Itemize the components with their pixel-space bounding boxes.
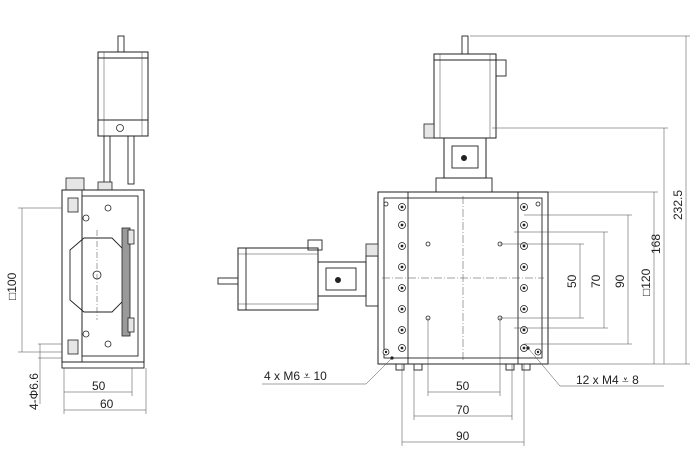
- side-coupling: [103, 135, 111, 185]
- top-dimensions: 50 70 90 50 70 90 □120 168 232.5: [262, 35, 690, 446]
- side-dimensions: □100 4-Φ6.6 50 60: [5, 207, 147, 414]
- dim-right-70: 70: [589, 274, 603, 288]
- top-motor-shaft: [461, 35, 469, 57]
- side-motor-shaft: [117, 35, 125, 55]
- dim-right-square-120: □120: [639, 268, 653, 296]
- dim-right-90: 90: [613, 274, 627, 288]
- dim-bottom-90: 90: [456, 429, 470, 443]
- dim-bottom-70: 70: [456, 403, 470, 417]
- left-motor-body: [237, 247, 319, 311]
- left-coupling: [317, 261, 367, 297]
- callout-m4: 12 x M4 ⩡ 8: [576, 373, 639, 387]
- top-motor-body: [433, 53, 497, 139]
- dim-width-50: 50: [92, 379, 106, 393]
- dim-right-168: 168: [649, 234, 663, 254]
- side-rail: [121, 227, 131, 337]
- left-motor-shaft: [217, 277, 241, 285]
- callout-m6: 4 x M6 ⩡ 10: [264, 369, 327, 383]
- dim-square-100: □100: [5, 272, 19, 300]
- side-motor-body: [97, 51, 149, 137]
- dim-right-232-5: 232.5: [671, 190, 685, 220]
- top-view: [217, 35, 549, 371]
- dim-width-60: 60: [100, 397, 114, 411]
- dim-bottom-50: 50: [456, 379, 470, 393]
- dim-right-50: 50: [565, 274, 579, 288]
- dim-holes-label: 4-Φ6.6: [27, 373, 41, 410]
- side-motor-screw: [116, 124, 124, 132]
- side-view: [61, 35, 149, 369]
- side-stage-body: [61, 189, 145, 363]
